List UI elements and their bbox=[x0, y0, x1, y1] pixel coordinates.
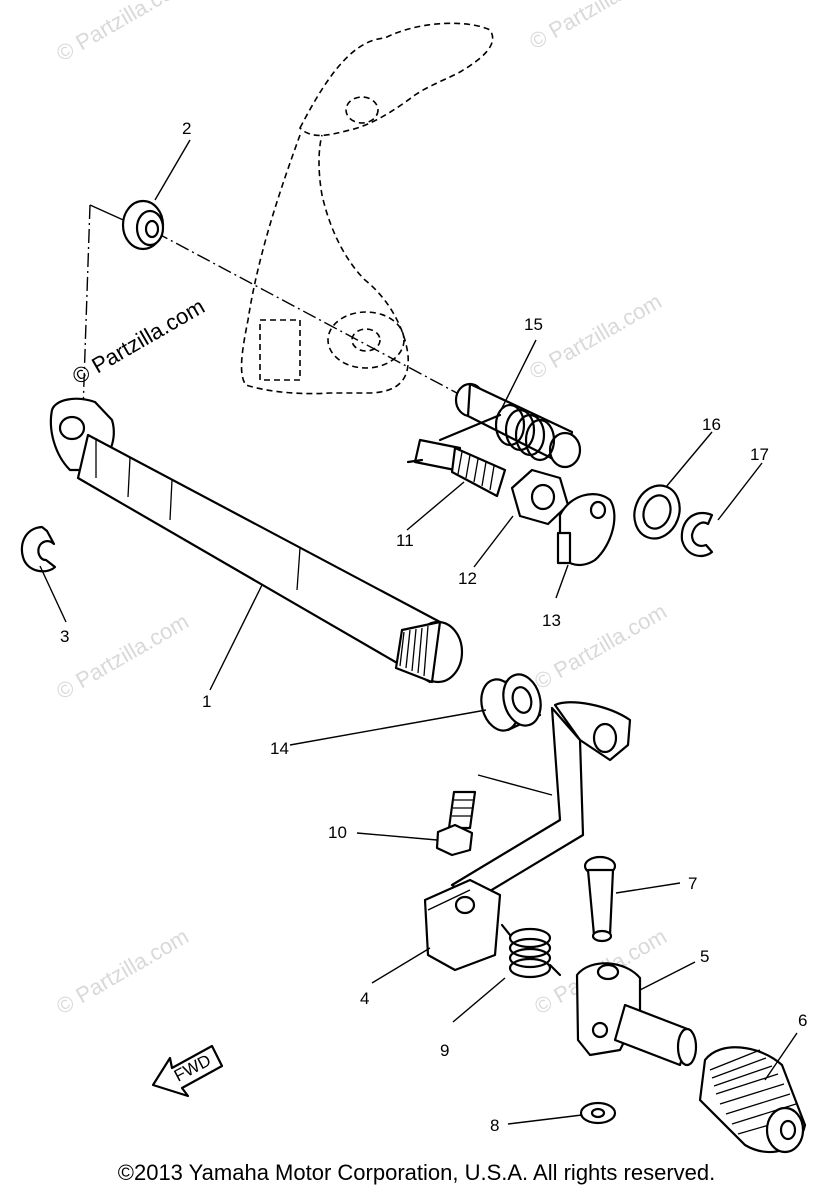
callout-4: 4 bbox=[360, 989, 369, 1008]
crankcase-ghost bbox=[240, 22, 494, 395]
callout-11: 11 bbox=[396, 531, 414, 550]
watermark: © Partzilla.com bbox=[52, 924, 193, 1020]
leader-lines bbox=[39, 139, 798, 1125]
washer-part-8 bbox=[579, 1101, 617, 1125]
callout-7: 7 bbox=[688, 874, 697, 893]
shift-shaft-part bbox=[49, 397, 464, 684]
spline-lines bbox=[399, 625, 429, 677]
watermark-dark: © Partzilla.com bbox=[68, 294, 209, 390]
callout-12: 12 bbox=[458, 569, 477, 588]
fwd-arrow-icon: FWD bbox=[151, 1044, 224, 1098]
bolt-threads bbox=[452, 799, 474, 817]
callout-10: 10 bbox=[328, 823, 347, 842]
callout-labels: 1 2 3 4 5 6 7 8 9 10 11 12 13 14 15 16 1… bbox=[60, 119, 807, 1135]
pedal-clamp-part bbox=[423, 701, 632, 972]
callout-1: 1 bbox=[202, 692, 211, 711]
pedal-rubber-part bbox=[698, 1046, 807, 1154]
callout-14: 14 bbox=[270, 739, 289, 758]
callout-17: 17 bbox=[750, 445, 769, 464]
callout-8: 8 bbox=[490, 1116, 499, 1135]
callout-3: 3 bbox=[60, 627, 69, 646]
plain-washer-part bbox=[633, 484, 681, 540]
torsion-spring-part bbox=[500, 923, 562, 979]
circlip-part-3 bbox=[20, 525, 57, 573]
collar-part bbox=[480, 673, 542, 732]
callout-5: 5 bbox=[700, 947, 709, 966]
callout-2: 2 bbox=[182, 119, 191, 138]
pedal-pivot-part bbox=[575, 962, 698, 1067]
oil-seal-part bbox=[121, 199, 165, 251]
watermark: © Partzilla.com bbox=[52, 0, 193, 66]
callout-6: 6 bbox=[798, 1011, 807, 1030]
pin-part bbox=[583, 855, 617, 943]
nut-part bbox=[510, 468, 570, 526]
bolt-threads bbox=[457, 451, 495, 491]
return-spring-part bbox=[438, 382, 582, 469]
bolt-part bbox=[435, 790, 477, 857]
callout-9: 9 bbox=[440, 1041, 449, 1060]
watermark: © Partzilla.com bbox=[525, 289, 666, 385]
spring-coils bbox=[494, 403, 556, 462]
circlip-part-17 bbox=[680, 512, 714, 558]
assembly-axis-line bbox=[154, 231, 471, 401]
callout-15: 15 bbox=[524, 315, 543, 334]
stopper-bolt-part bbox=[406, 438, 507, 498]
lock-washer-part bbox=[556, 493, 616, 567]
copyright-notice: ©2013 Yamaha Motor Corporation, U.S.A. A… bbox=[117, 1160, 716, 1185]
callout-13: 13 bbox=[542, 611, 561, 630]
watermark: © Partzilla.com bbox=[525, 0, 666, 54]
callout-16: 16 bbox=[702, 415, 721, 434]
watermark: © Partzilla.com bbox=[52, 609, 193, 705]
